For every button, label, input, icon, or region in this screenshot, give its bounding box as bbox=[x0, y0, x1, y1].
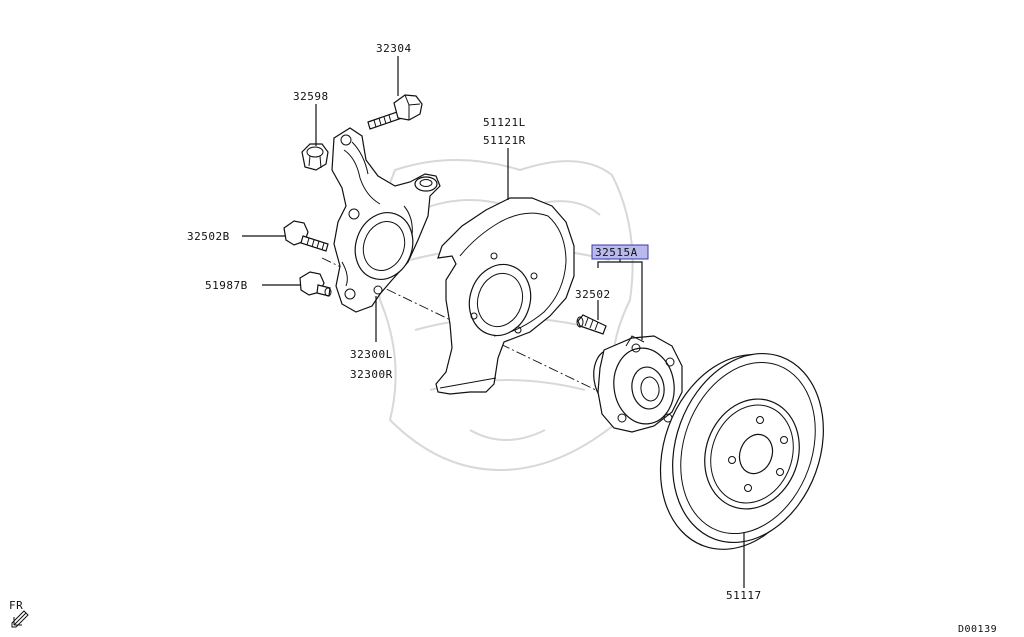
dust-shield-51121 bbox=[435, 197, 575, 395]
nut-32598 bbox=[301, 143, 329, 171]
steering-knuckle-32300 bbox=[331, 127, 441, 313]
bolt-32304 bbox=[367, 94, 423, 130]
part-labels: 32304 32598 51121L 51121R 32502B 51987B … bbox=[187, 42, 762, 602]
label-51121r[interactable]: 51121R bbox=[483, 134, 526, 147]
bolt-51987b bbox=[299, 271, 332, 297]
label-32598[interactable]: 32598 bbox=[293, 90, 329, 103]
label-51117[interactable]: 51117 bbox=[726, 589, 762, 602]
fr-arrow-icon bbox=[11, 610, 29, 628]
fr-label: FR bbox=[9, 599, 23, 612]
hub-assembly-32515a bbox=[593, 335, 683, 433]
label-32515a[interactable]: 32515A bbox=[595, 246, 638, 259]
label-51987b[interactable]: 51987B bbox=[205, 279, 248, 292]
bolt-32502b bbox=[283, 220, 329, 252]
part-highlight-box bbox=[591, 244, 649, 260]
label-32304[interactable]: 32304 bbox=[376, 42, 412, 55]
label-32300r[interactable]: 32300R bbox=[350, 368, 393, 381]
label-32300l[interactable]: 32300L bbox=[350, 348, 393, 361]
diagram-id: D00139 bbox=[958, 624, 997, 635]
brake-disc-51117 bbox=[659, 352, 824, 550]
label-32502[interactable]: 32502 bbox=[575, 288, 611, 301]
leader-lines bbox=[242, 56, 745, 588]
stud-32502 bbox=[576, 314, 607, 335]
front-direction-indicator: FR bbox=[9, 599, 29, 628]
label-51121l[interactable]: 51121L bbox=[483, 116, 526, 129]
label-32502b[interactable]: 32502B bbox=[187, 230, 230, 243]
